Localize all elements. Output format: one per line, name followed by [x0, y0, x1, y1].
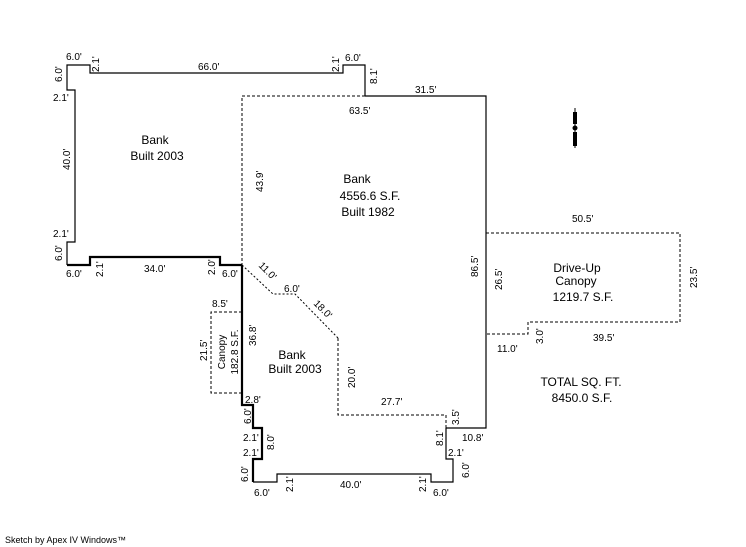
dim: 2.1'	[448, 448, 464, 459]
dim: 6.0'	[54, 245, 65, 261]
area-sf: 182.8 S.F.	[230, 329, 241, 374]
canopy-outline	[210, 311, 242, 394]
interior-dashed-wall	[337, 338, 447, 428]
dim: 2.1'	[53, 93, 69, 104]
dim: 40.0'	[62, 149, 73, 170]
dim: 11.0'	[497, 344, 518, 355]
dim: 6.0'	[243, 408, 254, 424]
dim: 50.5'	[572, 214, 593, 225]
dim: 6.0'	[54, 66, 65, 82]
area-built: Built 2003	[268, 362, 322, 376]
dim: 39.5'	[593, 333, 614, 344]
dim: 2.8'	[245, 395, 261, 406]
dim: 27.7'	[381, 397, 402, 408]
drive-up-canopy-outline	[486, 232, 681, 335]
interior-diagonal-wall	[241, 264, 339, 339]
area-name: Bank	[343, 172, 371, 186]
dim: 40.0'	[340, 480, 361, 491]
dim: 11.0'	[256, 260, 278, 282]
total-value: 8450.0 S.F.	[552, 391, 613, 405]
dim: 2.0'	[207, 259, 218, 275]
area-sf: 1219.7 S.F.	[553, 290, 614, 304]
dim: 6.0'	[66, 269, 82, 280]
dim: 8.1'	[369, 68, 380, 84]
dim: 2.1'	[53, 229, 69, 240]
dim: 2.1'	[95, 261, 106, 277]
area-name: Canopy	[555, 274, 596, 288]
dim: 6.0'	[433, 488, 449, 499]
dim: 2.1'	[331, 56, 342, 72]
dim: 8.1'	[435, 430, 446, 446]
dim: 34.0'	[144, 264, 165, 275]
dim: 2.1'	[91, 56, 102, 72]
area-name: Canopy	[217, 335, 228, 369]
dim: 26.5'	[494, 269, 505, 290]
bank-2003-top-outline	[66, 64, 366, 265]
bank-2003-top-bottom-wall	[67, 255, 242, 267]
dim: 36.8'	[248, 325, 259, 346]
footer-credit: Sketch by Apex IV Windows™	[5, 535, 126, 545]
north-arrow-icon	[572, 108, 578, 148]
dim: 23.5'	[689, 267, 700, 288]
dim: 6.0'	[461, 462, 472, 478]
dim: 43.9'	[255, 171, 266, 192]
area-name: Drive-Up	[553, 261, 601, 275]
dim: 6.0'	[66, 52, 82, 63]
dim: 2.1'	[285, 476, 296, 492]
dimension-labels: 6.0' 2.1' 66.0' 2.1' 6.0' 8.1' 31.5' 63.…	[53, 52, 700, 499]
area-sf: 4556.6 S.F.	[340, 189, 401, 203]
bank-2003-bottom-outline	[253, 428, 454, 483]
dim: 6.0'	[222, 269, 238, 280]
bank-1982-dashed-wall	[241, 95, 365, 265]
dim: 8.0'	[266, 434, 277, 450]
dim: 2.1'	[243, 448, 259, 459]
dim: 6.0'	[284, 284, 300, 295]
dim: 6.0'	[240, 466, 251, 482]
dim: 6.0'	[254, 488, 270, 499]
bank-2003-bottom-wall-thick	[240, 265, 264, 482]
dim: 6.0'	[345, 53, 361, 64]
dim: 18.0'	[311, 298, 334, 321]
area-name: Bank	[278, 348, 306, 362]
dim: 2.1'	[243, 433, 259, 444]
dim: 3.0'	[535, 328, 546, 344]
dim: 31.5'	[415, 85, 436, 96]
dim: 2.1'	[418, 476, 429, 492]
dim: 10.8'	[462, 433, 483, 444]
dim: 66.0'	[198, 62, 219, 73]
dim: 20.0'	[347, 367, 358, 388]
dim: 8.5'	[212, 299, 228, 310]
area-built: Built 1982	[341, 205, 395, 219]
dim: 63.5'	[349, 106, 370, 117]
dim: 86.5'	[470, 256, 481, 277]
area-built: Built 2003	[130, 149, 184, 163]
dim: 3.5'	[451, 409, 462, 425]
dim: 21.5'	[199, 340, 210, 361]
bank-1982-outline	[365, 95, 487, 429]
total-label: TOTAL SQ. FT.	[540, 375, 621, 389]
area-name: Bank	[141, 133, 169, 147]
